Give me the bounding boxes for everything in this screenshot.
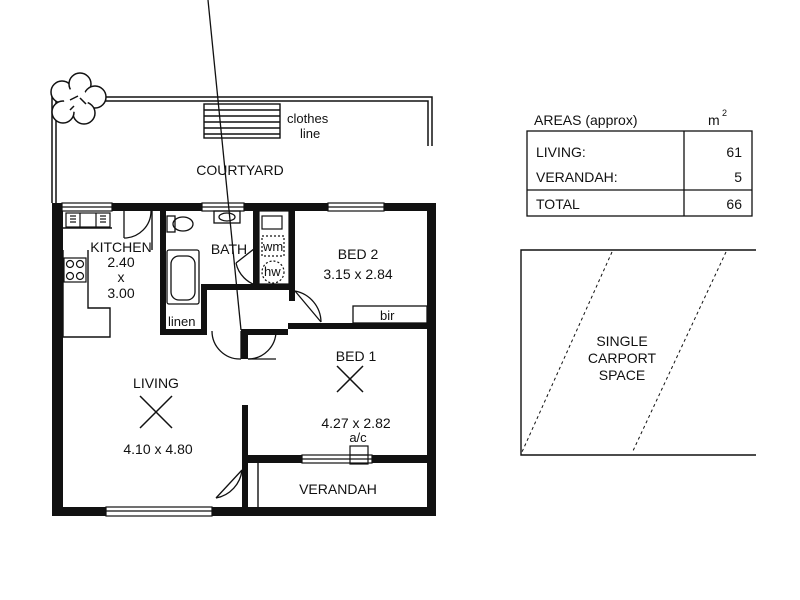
carport-label-1: SINGLE: [596, 333, 647, 349]
areas-unit-sup: 2: [722, 108, 727, 118]
living-dims: 4.10 x 4.80: [123, 441, 192, 457]
bed1-label: BED 1: [336, 348, 377, 364]
areas-row-label: LIVING:: [536, 144, 586, 160]
linen-label: linen: [168, 314, 195, 329]
stove-icon: [63, 257, 87, 283]
areas-row-value: 5: [734, 169, 742, 185]
areas-row-value: 61: [726, 144, 742, 160]
areas-unit: m: [708, 112, 720, 128]
bed1-dims: 4.27 x 2.82: [321, 415, 390, 431]
hw-label: hw: [264, 264, 281, 279]
areas-total-value: 66: [726, 196, 742, 212]
carport-outline: [520, 249, 756, 456]
living-label: LIVING: [133, 375, 179, 391]
areas-table: [526, 130, 753, 217]
carport-hatch: [521, 251, 727, 454]
bathtub-icon: [166, 249, 200, 305]
kitchen-dim-a: 2.40: [107, 254, 134, 270]
bath-label: BATH: [211, 241, 247, 257]
sink-icon: [65, 212, 111, 228]
carport-label-2: CARPORT: [588, 350, 657, 366]
basin-icon: [213, 210, 241, 224]
bed2-label: BED 2: [338, 246, 379, 262]
bir-label: bir: [380, 308, 395, 323]
kitchen-bench: [62, 227, 112, 338]
areas-total-label: TOTAL: [536, 196, 580, 212]
tree-icon: [50, 72, 107, 125]
clothes-line-label-2: line: [300, 126, 320, 141]
bed1-ac-label: a/c: [349, 430, 367, 445]
clothes-line: [203, 103, 281, 139]
interior-walls: [160, 211, 436, 510]
verandah-label: VERANDAH: [299, 481, 377, 497]
areas-row-label: VERANDAH:: [536, 169, 618, 185]
carport-label-3: SPACE: [599, 367, 645, 383]
courtyard-label: COURTYARD: [196, 162, 283, 178]
kitchen-label: KITCHEN: [90, 239, 151, 255]
ac-unit: [349, 445, 369, 465]
kitchen-dim-b: 3.00: [107, 285, 134, 301]
windows: [61, 202, 385, 517]
fan-icon: [139, 365, 364, 429]
courtyard-fence: [51, 96, 433, 203]
areas-title: AREAS (approx): [534, 112, 637, 128]
kitchen-dim-x: x: [118, 269, 125, 285]
clothes-line-label: clothes: [287, 111, 329, 126]
wm-hw-cupboard: [258, 210, 290, 285]
bir-cupboard: [352, 305, 428, 324]
door-swing-icon: [123, 0, 322, 499]
bed2-dims: 3.15 x 2.84: [323, 266, 392, 282]
wm-label: wm: [262, 239, 283, 254]
exterior-walls: [52, 203, 436, 516]
toilet-icon: [166, 215, 194, 233]
